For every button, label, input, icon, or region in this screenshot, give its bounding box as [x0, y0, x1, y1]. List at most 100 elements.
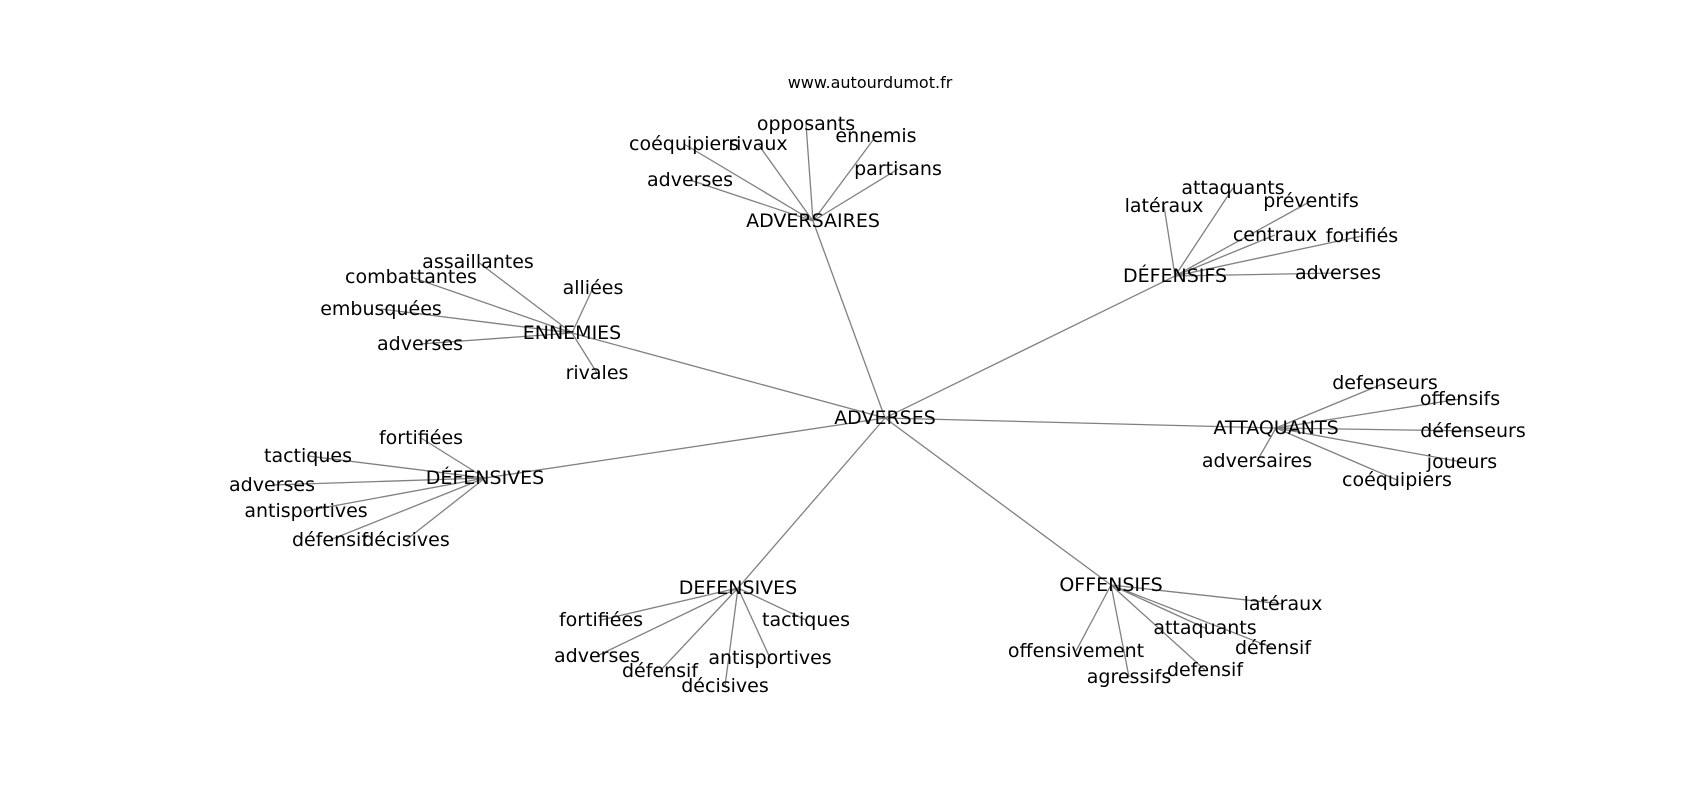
hub-node: DÉFENSIFS [1123, 264, 1227, 287]
graph-labels: www.autourdumot.fr ADVERSES ADVERSAIRES co… [229, 73, 1526, 697]
hub-node: DÉFENSIVES [426, 466, 545, 489]
edge-hub-leaf [419, 332, 573, 345]
leaf-node: partisans [854, 158, 942, 180]
edge-hub-leaf [1174, 272, 1339, 277]
hub-node: OFFENSIFS [1059, 574, 1162, 596]
leaf-node: tactiques [762, 609, 850, 631]
edge-hub-leaf [1174, 234, 1276, 277]
hub-node: ADVERSAIRES [746, 210, 880, 232]
edge-hub-leaf [307, 455, 486, 479]
leaf-node: fortifiées [379, 427, 463, 449]
leaf-node: défenseurs [1420, 420, 1526, 442]
edge-hub-leaf [812, 135, 877, 222]
leaf-node: antisportives [708, 647, 831, 669]
leaf-node: embusquées [320, 298, 442, 320]
leaf-node: defenseurs [1332, 372, 1438, 394]
leaf-node: rivales [566, 362, 629, 384]
edge-hub-leaf [271, 477, 486, 486]
leaf-node: combattantes [345, 266, 477, 288]
edge-center-hub [884, 417, 1277, 429]
leaf-node: décisives [681, 675, 769, 697]
leaf-node: ennemis [835, 125, 916, 147]
edge-center-hub [571, 332, 886, 419]
leaf-node: coéquipiers [629, 133, 739, 155]
leaf-node: défensif [292, 529, 369, 551]
leaf-node: defensif [1167, 659, 1244, 681]
leaf-node: centraux [1233, 224, 1317, 246]
leaf-node: antisportives [244, 500, 367, 522]
leaf-node: coéquipiers [1342, 469, 1452, 491]
edge-hub-leaf [1075, 584, 1112, 652]
edge-hub-leaf [812, 168, 899, 222]
leaf-node: latéraux [1125, 195, 1204, 217]
leaf-node: offensivement [1008, 640, 1144, 662]
edge-hub-leaf [737, 587, 807, 621]
hub-node: ENNEMIES [523, 322, 622, 344]
leaf-node: adverses [554, 645, 640, 667]
edge-hub-leaf [1110, 584, 1274, 649]
leaf-node: assaillantes [422, 251, 534, 273]
edge-hub-leaf [659, 587, 739, 672]
leaf-node: joueurs [1426, 451, 1497, 473]
edge-hub-leaf [305, 477, 486, 512]
edge-hub-leaf [600, 587, 739, 621]
edge-hub-leaf [1110, 584, 1206, 629]
leaf-node: défensif [622, 660, 699, 682]
leaf-node: fortifiées [559, 609, 643, 631]
leaf-node: offensifs [1420, 388, 1500, 410]
edge-hub-leaf [757, 143, 814, 222]
leaf-node: adverses [377, 333, 463, 355]
edge-hub-leaf [380, 308, 573, 334]
edge-hub-leaf [477, 261, 573, 334]
edge-hub-leaf [1174, 200, 1312, 277]
leaf-node: attaquants [1153, 617, 1256, 639]
leaf-node: agressifs [1087, 666, 1171, 688]
leaf-node: fortifiés [1326, 225, 1398, 247]
edge-hub-leaf [1110, 584, 1130, 678]
leaf-node: tactiques [264, 445, 352, 467]
edge-hub-leaf [724, 587, 739, 687]
edge-hub-leaf [1275, 382, 1386, 429]
hub-node: ATTAQUANTS [1213, 417, 1338, 439]
leaf-node: opposants [757, 113, 855, 135]
leaf-node: préventifs [1263, 190, 1358, 212]
center-node: ADVERSES [834, 407, 936, 429]
edge-hub-leaf [1163, 205, 1176, 277]
leaf-node: alliées [563, 277, 624, 299]
edge-hub-leaf [1256, 427, 1277, 462]
edge-hub-leaf [1110, 584, 1284, 605]
leaf-node: adversaires [1202, 450, 1312, 472]
leaf-node: latéraux [1244, 593, 1323, 615]
hub-node: DEFENSIVES [679, 577, 798, 599]
edge-center-hub [737, 417, 886, 589]
edge-hub-leaf [571, 332, 598, 374]
leaf-node: décisives [362, 529, 450, 551]
edge-hub-leaf [683, 143, 814, 222]
leaf-node: rivaux [728, 133, 787, 155]
edge-center-hub [484, 417, 886, 479]
edge-hub-leaf [1174, 187, 1234, 277]
edge-hub-leaf [1275, 398, 1461, 429]
source-credit: www.autourdumot.fr [788, 73, 953, 92]
leaf-node: adverses [1295, 262, 1381, 284]
edge-hub-leaf [1110, 584, 1206, 671]
edge-hub-leaf [737, 587, 771, 659]
edge-hub-leaf [1275, 427, 1474, 432]
edge-hub-leaf [1275, 427, 1398, 481]
graph-edges [271, 123, 1474, 687]
leaf-node: adverses [647, 169, 733, 191]
leaf-node: adverses [229, 474, 315, 496]
edge-hub-leaf [420, 437, 486, 479]
leaf-node: défensif [1235, 637, 1312, 659]
edge-hub-leaf [410, 276, 573, 334]
edge-hub-leaf [1174, 235, 1363, 277]
edge-center-hub [812, 220, 886, 419]
leaf-node: attaquants [1181, 177, 1284, 199]
edge-hub-leaf [689, 179, 814, 222]
edge-hub-leaf [805, 123, 814, 222]
edge-hub-leaf [571, 287, 594, 334]
edge-hub-leaf [1275, 427, 1463, 463]
edge-center-hub [884, 417, 1112, 586]
edge-hub-leaf [329, 477, 486, 541]
